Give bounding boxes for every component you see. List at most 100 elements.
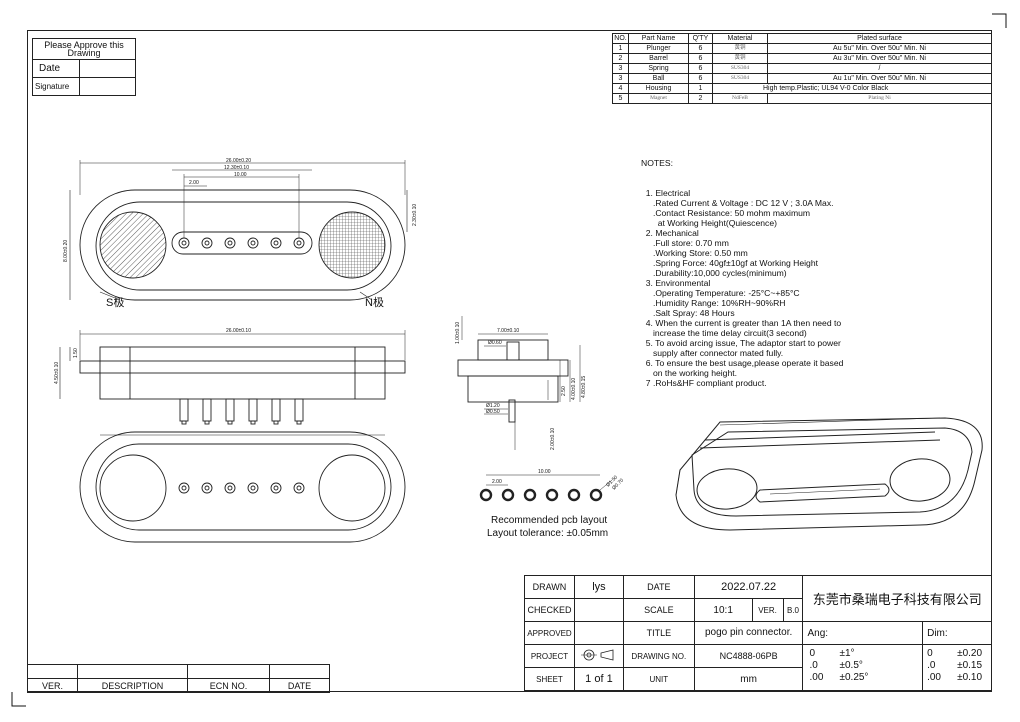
date-value: 2022.07.22 bbox=[693, 575, 804, 599]
dim-sec-top: 1.00±0.10 bbox=[455, 322, 461, 344]
ang-label: Ang: bbox=[802, 621, 924, 645]
note-line: .Durability:10,000 cycles(minimum) bbox=[641, 268, 787, 278]
dim-top-inner: 10.00 bbox=[234, 172, 247, 178]
company-name: 东莞市桑瑞电子科技有限公司 bbox=[802, 575, 992, 622]
magnet-s-hatch bbox=[99, 211, 167, 279]
revision-block: VER. DESCRIPTION ECN NO. DATE bbox=[27, 664, 330, 693]
note-line: .Salt Spray: 48 Hours bbox=[641, 308, 735, 318]
note-line: at Working Height(Quiescence) bbox=[641, 218, 777, 228]
drawing-frame bbox=[27, 30, 992, 692]
dim-sec-d3: Ø0.50 bbox=[486, 409, 500, 415]
dim-top-pitch: 2.00 bbox=[189, 180, 199, 186]
unit-label: UNIT bbox=[622, 667, 695, 691]
dim-top-overall: 26.00±0.20 bbox=[226, 158, 251, 164]
drawn-value: lys bbox=[573, 575, 624, 599]
notes-lines: 1. Electrical .Rated Current & Voltage :… bbox=[641, 188, 844, 388]
tolerance-value: ±0.15 bbox=[957, 660, 983, 671]
pcb-layout bbox=[479, 474, 613, 502]
note-line: .Humidity Range: 10%RH~90%RH bbox=[641, 298, 786, 308]
dim-sec-r2: 4.00±0.10 bbox=[571, 378, 577, 400]
note-line: .Spring Force: 40gf±10gf at Working Heig… bbox=[641, 258, 818, 268]
note-line: .Rated Current & Voltage : DC 12 V ; 3.0… bbox=[641, 198, 834, 208]
drawn-label: DRAWN bbox=[524, 575, 575, 599]
dim-side-overall: 26.00±0.10 bbox=[226, 328, 251, 334]
checked-value bbox=[573, 598, 624, 622]
tolerance-value: ±0.20 bbox=[957, 648, 983, 659]
dim-sec-bottom: 2.00±0.10 bbox=[550, 428, 556, 450]
scale-label: SCALE bbox=[622, 598, 695, 622]
approved-label: APPROVED bbox=[524, 621, 575, 645]
note-line: 7 .RoHs&HF compliant product. bbox=[641, 378, 767, 388]
date-label: DATE bbox=[622, 575, 695, 599]
rev-header-ver: VER. bbox=[27, 678, 78, 693]
note-line: on the working height. bbox=[641, 368, 738, 378]
approval-box: Please Approve this Drawing Date Signatu… bbox=[32, 38, 136, 96]
bottom-view bbox=[79, 431, 406, 543]
ang-tolerances: 0 ±1°.0±0.5°.00±0.25° bbox=[802, 644, 924, 691]
tolerance-value: ±0.10 bbox=[957, 672, 983, 683]
drawing-no-label: DRAWING NO. bbox=[622, 644, 695, 668]
pcb-layout-caption: Recommended pcb layout bbox=[491, 515, 607, 526]
top-view bbox=[69, 160, 408, 301]
dim-pcb-total: 10.00 bbox=[538, 469, 551, 475]
title-block: DRAWN lys DATE 2022.07.22 东莞市桑瑞电子科技有限公司 … bbox=[524, 575, 992, 691]
dim-tolerances: 0±0.20.0 ±0.15 .00 ±0.10 bbox=[922, 644, 992, 691]
table-row: 2 Barrel 6 黄铜 Au 3u" Min. Over 50u" Min.… bbox=[612, 53, 992, 64]
note-line: increase the time delay circuit(3 second… bbox=[641, 328, 807, 338]
note-line: .Operating Temperature: -25°C~+85°C bbox=[641, 288, 800, 298]
title-value: pogo pin connector. bbox=[693, 621, 804, 645]
note-line: 4. When the current is greater than 1A t… bbox=[641, 318, 842, 328]
table-row: VER. DESCRIPTION ECN NO. DATE bbox=[27, 678, 330, 693]
drawing-no-value: NC4888-06PB bbox=[693, 644, 804, 668]
note-line: .Full store: 0.70 mm bbox=[641, 238, 729, 248]
approved-value bbox=[573, 621, 624, 645]
cell: Plating Ni bbox=[767, 93, 992, 104]
note-line: 5. To avoid arcing issue, The adaptor st… bbox=[641, 338, 841, 348]
magnet-n-grid bbox=[318, 211, 386, 279]
tolerance-value: ±0.5° bbox=[839, 660, 863, 671]
title-label: TITLE bbox=[622, 621, 695, 645]
dim-sec-r1: 2.50 bbox=[561, 386, 567, 396]
tolerance-precision: 0 bbox=[809, 648, 816, 659]
dim-pcb-pitch: 2.00 bbox=[492, 479, 502, 485]
dim-side-left1: 4.50±0.10 bbox=[54, 362, 60, 384]
rev-header-description: DESCRIPTION bbox=[77, 678, 188, 693]
rev-header-date: DATE bbox=[269, 678, 330, 693]
tolerance-row: .0 ±0.15 bbox=[927, 660, 991, 672]
table-row bbox=[27, 664, 330, 679]
pcb-tolerance-caption: Layout tolerance: ±0.05mm bbox=[487, 528, 608, 539]
dim-side-left2: 1.50 bbox=[73, 348, 79, 358]
notes-block: NOTES: 1. Electrical .Rated Current & Vo… bbox=[641, 138, 843, 398]
unit-value: mm bbox=[693, 667, 804, 691]
side-view bbox=[59, 330, 406, 425]
projection-symbol bbox=[573, 644, 624, 668]
tolerance-row: 0±0.20 bbox=[927, 648, 991, 660]
project-label: PROJECT bbox=[524, 644, 575, 668]
dim-top-height: 8.00±0.20 bbox=[63, 240, 69, 262]
parts-table: NO. Part Name Q'TY Material Plated surfa… bbox=[612, 33, 992, 104]
section-view bbox=[457, 316, 581, 450]
tolerance-precision: .0 bbox=[927, 660, 936, 671]
tolerance-precision: .00 bbox=[809, 672, 824, 683]
dim-top-pitch-total: 12.30±0.10 bbox=[224, 165, 249, 171]
sheet-value: 1 of 1 bbox=[573, 667, 624, 691]
dim-sec-d2: Ø1.20 bbox=[486, 403, 500, 409]
tolerance-precision: .00 bbox=[927, 672, 941, 683]
notes-heading: NOTES: bbox=[641, 158, 673, 168]
isometric-view bbox=[675, 417, 983, 531]
tolerance-row: .00±0.25° bbox=[809, 672, 922, 684]
tolerance-row: .0±0.5° bbox=[809, 660, 922, 672]
s-pole-label: S极 bbox=[106, 295, 124, 309]
third-angle-projection-icon bbox=[580, 649, 614, 661]
tolerance-value: ±1° bbox=[839, 648, 855, 659]
dim-sec-width: 7.00±0.10 bbox=[497, 328, 519, 334]
dim-top-right: 2.30±0.10 bbox=[412, 204, 418, 226]
ver-value: B.0 bbox=[782, 598, 804, 622]
sheet-label: SHEET bbox=[524, 667, 575, 691]
ver-label: VER. bbox=[751, 598, 784, 622]
note-line: 3. Environmental bbox=[641, 278, 711, 288]
approval-signature-field bbox=[79, 77, 136, 96]
note-line: 1. Electrical bbox=[641, 188, 691, 198]
